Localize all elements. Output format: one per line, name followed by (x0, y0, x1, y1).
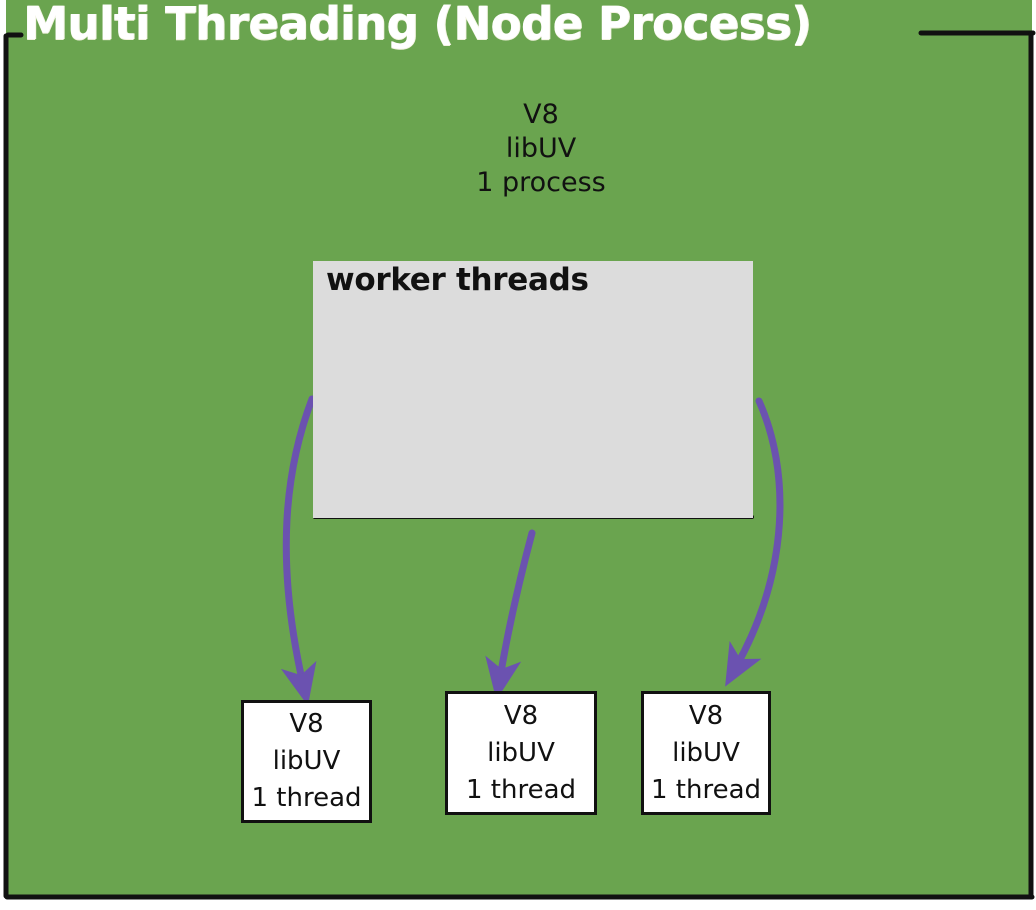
worker-threads-label: worker threads (326, 262, 589, 298)
worker-threads-box (313, 261, 753, 518)
thread-box-label: V8 libUV 1 thread (251, 709, 362, 813)
thread-box-label: V8 libUV 1 thread (465, 700, 577, 805)
page-title: Multi Threading (Node Process) (23, 0, 812, 50)
thread-box: V8 libUV 1 thread (241, 700, 372, 823)
thread-box: V8 libUV 1 thread (445, 691, 597, 815)
thread-box-label: V8 libUV 1 thread (650, 700, 762, 805)
node-process-caption: V8 libUV 1 process (476, 99, 606, 198)
thread-box: V8 libUV 1 thread (641, 691, 771, 815)
